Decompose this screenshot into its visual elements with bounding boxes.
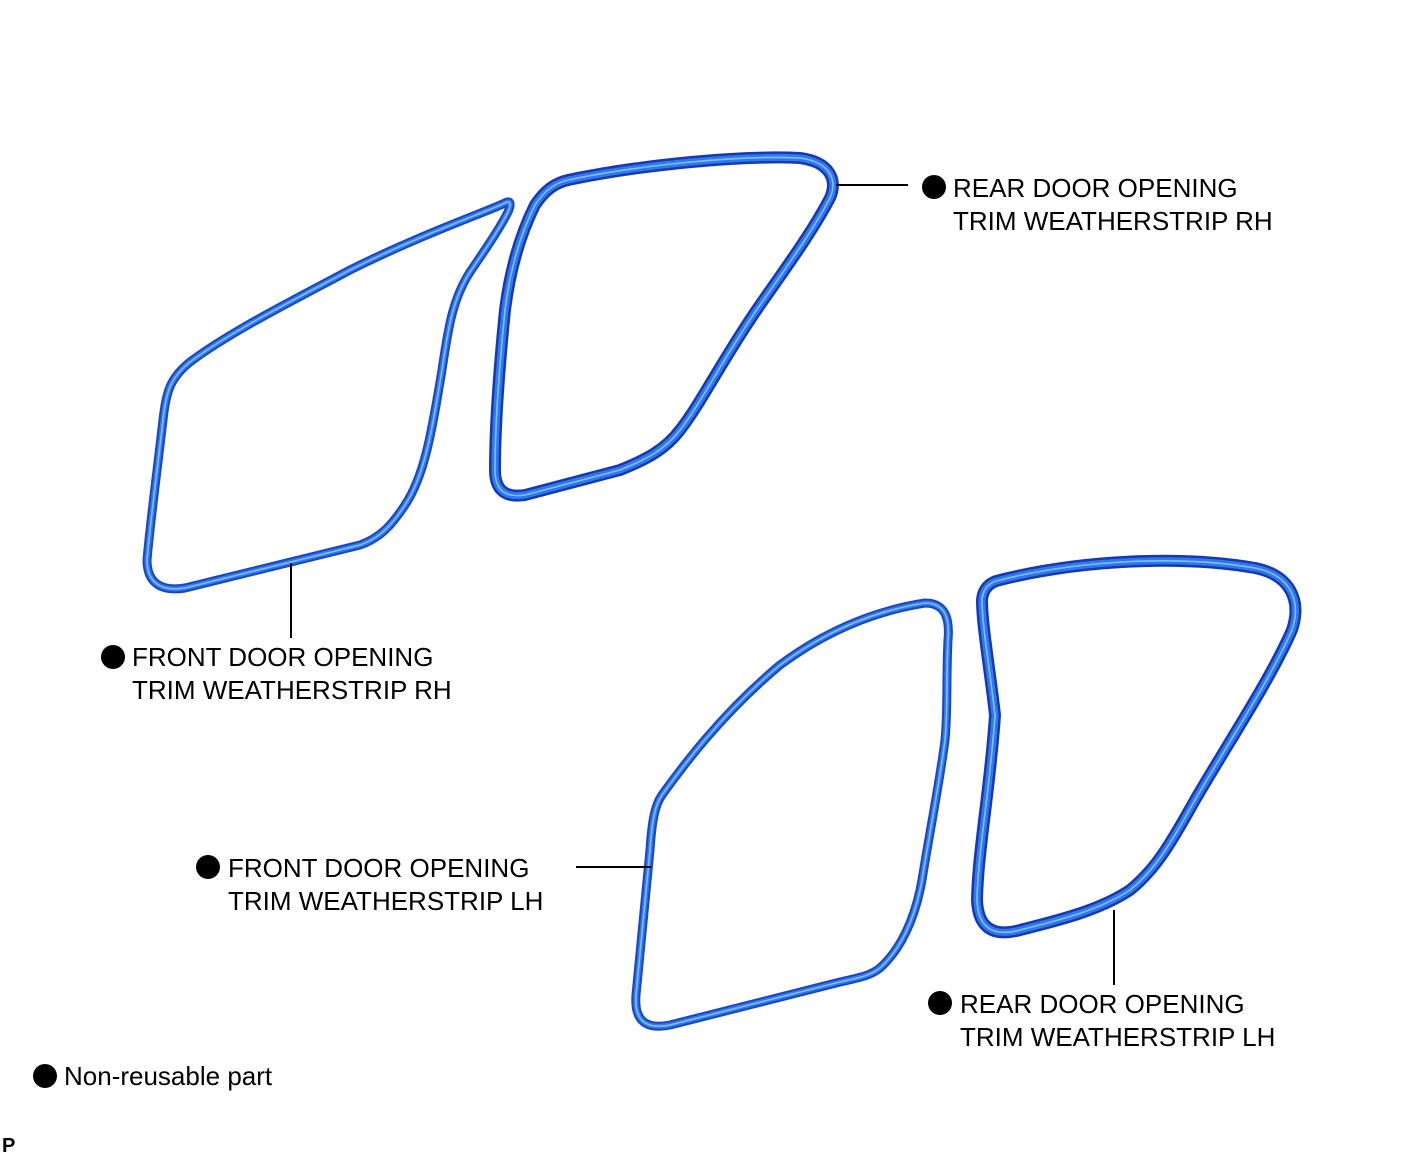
rear-door-weatherstrip-lh xyxy=(971,554,1302,939)
callout-line-1: REAR DOOR OPENING xyxy=(953,173,1238,203)
callout-line-2: TRIM WEATHERSTRIP LH xyxy=(228,886,543,916)
callout-front-door-rh: FRONT DOOR OPENING TRIM WEATHERSTRIP RH xyxy=(101,563,452,705)
callout-rear-door-rh: REAR DOOR OPENING TRIM WEATHERSTRIP RH xyxy=(836,173,1273,236)
callout-line-2: TRIM WEATHERSTRIP LH xyxy=(960,1022,1275,1052)
filled-circle-icon xyxy=(33,1064,57,1088)
filled-circle-icon xyxy=(196,855,220,879)
callout-line-1: FRONT DOOR OPENING xyxy=(132,642,433,672)
figure-code: P xyxy=(2,1135,15,1157)
callout-line-1: REAR DOOR OPENING xyxy=(960,989,1245,1019)
front-door-weatherstrip-rh xyxy=(142,197,515,594)
callout-rear-door-lh: REAR DOOR OPENING TRIM WEATHERSTRIP LH xyxy=(928,910,1275,1052)
front-door-weatherstrip-lh xyxy=(631,598,953,1031)
callout-line-2: TRIM WEATHERSTRIP RH xyxy=(953,206,1273,236)
filled-circle-icon xyxy=(101,645,125,669)
callout-line-1: FRONT DOOR OPENING xyxy=(228,853,529,883)
legend: Non-reusable part xyxy=(33,1061,273,1091)
legend-text: Non-reusable part xyxy=(64,1061,273,1091)
filled-circle-icon xyxy=(922,175,946,199)
filled-circle-icon xyxy=(928,991,952,1015)
callout-line-2: TRIM WEATHERSTRIP RH xyxy=(132,675,452,705)
callout-front-door-lh: FRONT DOOR OPENING TRIM WEATHERSTRIP LH xyxy=(196,853,651,916)
rear-door-weatherstrip-rh xyxy=(489,151,839,502)
